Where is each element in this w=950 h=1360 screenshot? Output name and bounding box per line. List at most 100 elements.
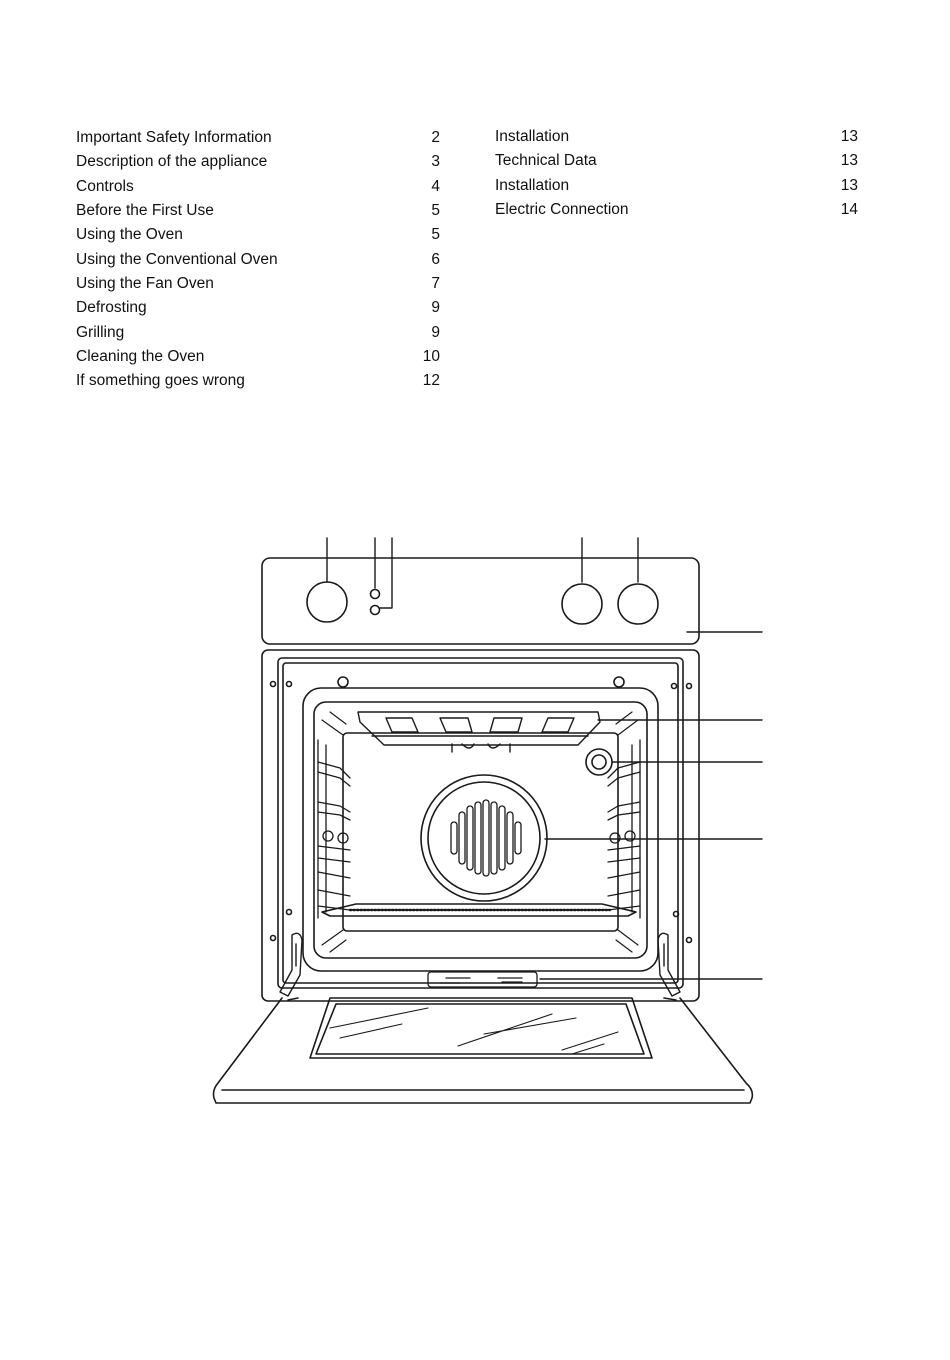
- oven-door-inner: [287, 997, 677, 1001]
- toc-entry-page: 12: [422, 372, 440, 390]
- screw: [269, 680, 277, 688]
- toc-entry-title: Installation: [495, 128, 570, 145]
- toc-entry-page: 13: [840, 176, 858, 194]
- toc-entry[interactable]: Installation 13: [495, 125, 858, 149]
- toc-entry[interactable]: Installation 13: [495, 174, 858, 198]
- control-panel-frame: [261, 557, 700, 645]
- toc-entry-title: Using the Fan Oven: [76, 275, 214, 293]
- toc-entry[interactable]: If something goes wrong 12: [76, 369, 440, 393]
- toc-entry-page: 14: [840, 201, 858, 219]
- shelf-support-left: [317, 739, 351, 919]
- oven-door: [212, 997, 754, 1104]
- toc-entry-title: Controls: [76, 177, 134, 195]
- fan-slot: [506, 811, 514, 865]
- rating-plate-frame: [427, 971, 538, 988]
- oven-cavity-opening: [302, 687, 659, 972]
- toc-entry[interactable]: Using the Oven 5: [76, 223, 440, 247]
- oven-shelf: [321, 903, 637, 917]
- toc-entry-page: 4: [431, 177, 440, 195]
- indicator-light-bottom: [369, 604, 381, 616]
- fan-slot: [490, 801, 498, 875]
- glass-reflection: [329, 1007, 619, 1055]
- screw: [269, 934, 277, 942]
- toc-entry-page: 9: [431, 299, 440, 317]
- toc-entry[interactable]: Using the Fan Oven 7: [76, 272, 440, 296]
- toc-entry-page: 2: [431, 129, 440, 146]
- toc-entry-page: 13: [840, 128, 858, 145]
- oven-lamp-inner: [591, 754, 607, 770]
- fan-cover: [420, 774, 548, 902]
- screw: [670, 682, 678, 690]
- toc-entry[interactable]: Using the Conventional Oven 6: [76, 248, 440, 272]
- thermostat-knob: [617, 583, 659, 625]
- door-hinge-left: [279, 932, 303, 997]
- fan-slot: [482, 799, 490, 877]
- toc-entry-page: 5: [431, 226, 440, 244]
- toc-entry[interactable]: Electric Connection 14: [495, 198, 858, 222]
- oven-inner-frame-2: [282, 662, 679, 984]
- toc-entry[interactable]: Grilling 9: [76, 321, 440, 345]
- fan-slots: [450, 799, 522, 877]
- frame-hole: [337, 676, 349, 688]
- fan-slot: [450, 821, 458, 855]
- cavity-bevels: [321, 711, 639, 953]
- toc-entry-title: Using the Conventional Oven: [76, 250, 278, 268]
- toc-entry[interactable]: Cleaning the Oven 10: [76, 345, 440, 369]
- fan-slot: [458, 811, 466, 865]
- oven-outer-frame: [261, 649, 700, 1002]
- screw: [672, 910, 680, 918]
- oven-shelf-frame: [321, 903, 637, 917]
- toc-entry-title: Technical Data: [495, 152, 597, 170]
- grill-element: [357, 711, 601, 753]
- door-glass-inner: [315, 1003, 645, 1055]
- screw: [685, 682, 693, 690]
- toc-entry-page: 6: [431, 250, 440, 268]
- oven-body: [261, 649, 700, 1002]
- oven-door-outline: [212, 997, 754, 1104]
- door-hinges: [279, 932, 681, 997]
- fan-slot: [474, 801, 482, 875]
- screw: [285, 908, 293, 916]
- fan-slot: [466, 805, 474, 871]
- door-glass-outer: [309, 997, 653, 1059]
- toc-entry-title: Grilling: [76, 323, 125, 341]
- callout-line: [379, 537, 393, 609]
- toc-entry-page: 9: [431, 323, 440, 341]
- control-panel: [261, 557, 700, 645]
- toc-left-column: Important Safety Information 2 Descriptio…: [76, 126, 440, 394]
- fan-slot: [514, 821, 522, 855]
- toc-entry-page: 3: [431, 153, 440, 171]
- oven-back-wall: [342, 732, 619, 932]
- toc-entry-page: 7: [431, 275, 440, 293]
- toc-entry-page: 5: [431, 202, 440, 220]
- grill-element-coils: [371, 717, 589, 737]
- shelf-support-right: [607, 739, 641, 919]
- timer-knob: [561, 583, 603, 625]
- toc-entry-title: Before the First Use: [76, 202, 214, 220]
- frame-hole: [613, 676, 625, 688]
- grill-element-frame: [357, 711, 601, 746]
- function-selector-knob: [306, 581, 348, 623]
- toc-entry[interactable]: Controls 4: [76, 175, 440, 199]
- toc-entry-page: 10: [422, 348, 440, 366]
- fan-cover-outer: [420, 774, 548, 902]
- fan-slot: [498, 805, 506, 871]
- toc-entry-title: If something goes wrong: [76, 372, 245, 390]
- toc-entry[interactable]: Description of the appliance 3: [76, 150, 440, 174]
- toc-entry-title: Cleaning the Oven: [76, 348, 205, 366]
- toc-entry[interactable]: Defrosting 9: [76, 296, 440, 320]
- toc-entry-title: Electric Connection: [495, 201, 629, 219]
- toc-entry-title: Using the Oven: [76, 226, 183, 244]
- toc-entry-title: Important Safety Information: [76, 129, 272, 146]
- indicator-light-top: [369, 588, 381, 600]
- toc-entry-title: Description of the appliance: [76, 153, 268, 171]
- toc-entry-title: Installation: [495, 176, 570, 194]
- toc-entry[interactable]: Important Safety Information 2: [76, 126, 440, 150]
- toc-entry[interactable]: Before the First Use 5: [76, 199, 440, 223]
- toc-entry-title: Defrosting: [76, 299, 147, 317]
- oven-inner-frame: [277, 657, 684, 989]
- door-hinge-right: [657, 932, 681, 997]
